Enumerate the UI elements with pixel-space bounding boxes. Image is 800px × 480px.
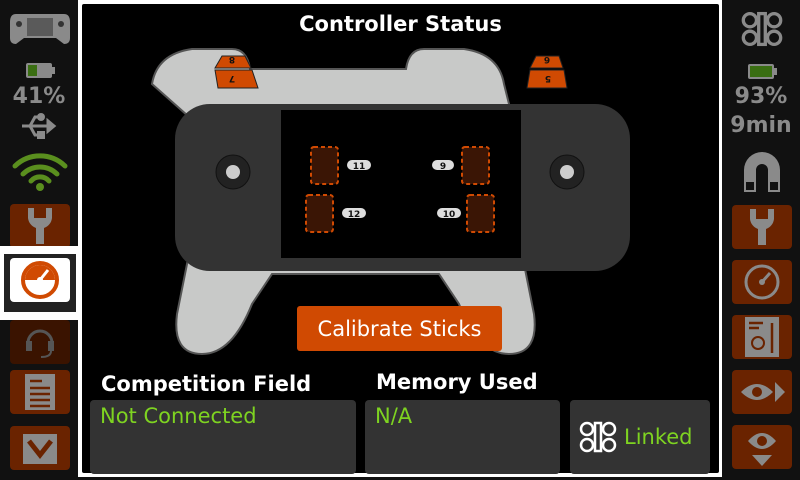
bumper-right[interactable]: [526, 55, 568, 89]
competition-field-label: Competition Field: [101, 372, 312, 396]
label-11: 11: [353, 162, 366, 172]
vision-down-nav-button[interactable]: [732, 425, 792, 469]
folder-down-icon: [23, 434, 57, 464]
competition-field-value: Not Connected: [90, 400, 356, 474]
button-12[interactable]: [305, 194, 334, 233]
label-7: 7: [229, 73, 235, 83]
controller-battery-percent: 41%: [12, 84, 66, 109]
calibrate-sticks-button[interactable]: Calibrate Sticks: [297, 306, 502, 351]
main-panel: Controller Status 11 12 9 10 8 7 6 5 Cal…: [78, 0, 723, 477]
document-icon: [25, 374, 55, 410]
eye-arrow-icon: [741, 382, 785, 402]
controller-icon: [10, 14, 70, 44]
dashboard-nav-button[interactable]: [732, 260, 792, 304]
wrench-icon: [750, 209, 774, 245]
right-sidebar: 93% 9min: [722, 0, 800, 480]
button-11[interactable]: [310, 146, 339, 185]
link-status-text: Linked: [624, 425, 693, 449]
label-6: 6: [544, 54, 550, 64]
dashboard-nav-button[interactable]: [10, 258, 70, 302]
support-nav-button[interactable]: [10, 320, 70, 364]
magnet-icon: [744, 152, 780, 192]
wifi-icon: [12, 153, 68, 191]
log-nav-button[interactable]: [10, 370, 70, 414]
label-12: 12: [348, 210, 361, 220]
headset-icon: [26, 329, 54, 358]
memory-used-value: N/A: [365, 400, 560, 474]
gauge-icon: [744, 264, 780, 300]
robot-icon: [741, 11, 783, 47]
gauge-icon: [21, 261, 59, 299]
robot-battery-percent: 93%: [734, 84, 788, 109]
drive-program-nav-button[interactable]: [732, 315, 792, 359]
battery-icon: [26, 63, 55, 78]
page-title: Controller Status: [299, 12, 502, 36]
wrench-icon: [28, 208, 52, 244]
bumper-left[interactable]: [214, 55, 259, 89]
memory-used-label: Memory Used: [376, 370, 538, 394]
button-10[interactable]: [466, 194, 495, 233]
program-icon: [745, 317, 779, 357]
left-sidebar: 41%: [0, 0, 80, 480]
usb-icon: [22, 113, 57, 139]
battery-icon: [748, 64, 777, 79]
files-nav-button[interactable]: [10, 426, 70, 470]
settings-nav-button[interactable]: [10, 204, 70, 248]
label-10: 10: [443, 210, 456, 220]
label-9: 9: [440, 162, 446, 172]
label-8: 8: [229, 54, 235, 64]
vision-forward-nav-button[interactable]: [732, 370, 792, 414]
selected-nav-highlight: [0, 246, 80, 320]
controller-diagram: 11 12 9 10 8 7 6 5: [150, 48, 630, 356]
settings-nav-button[interactable]: [732, 205, 792, 249]
right-joystick[interactable]: [549, 154, 585, 190]
robot-icon: [579, 421, 617, 453]
label-5: 5: [545, 73, 551, 83]
left-joystick[interactable]: [215, 154, 251, 190]
eye-down-icon: [748, 433, 776, 466]
runtime: 9min: [730, 113, 792, 138]
button-9[interactable]: [461, 146, 490, 185]
link-status: Linked: [570, 400, 710, 474]
